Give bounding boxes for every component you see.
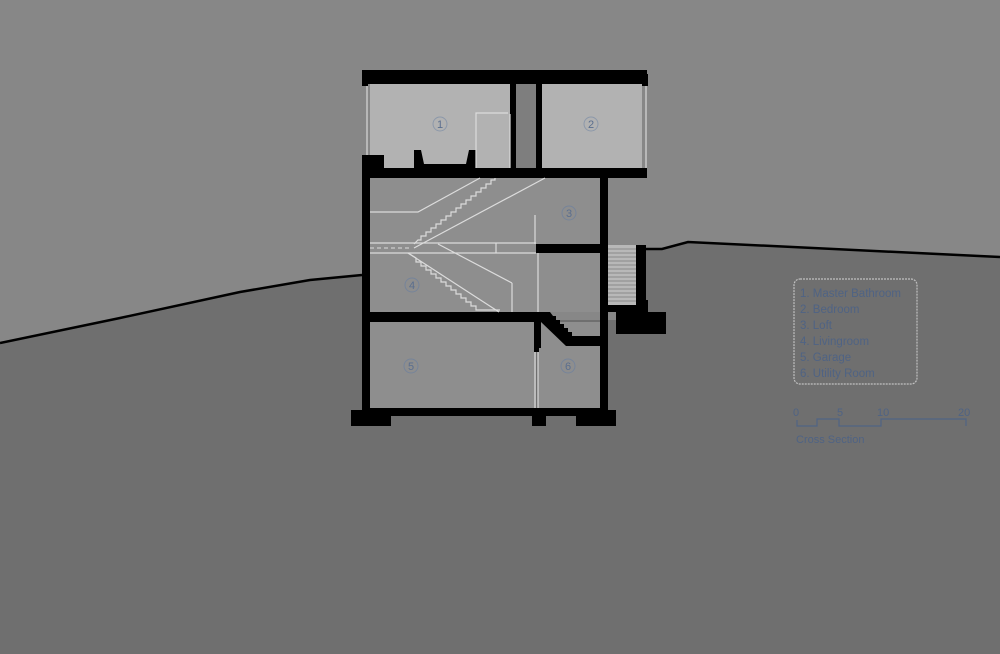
scale-tick-10: 10 bbox=[877, 407, 889, 419]
scale-bar: 0 5 10 20 Cross Section bbox=[793, 407, 970, 446]
legend-item-6: 6. Utility Room bbox=[800, 368, 875, 380]
legend-item-5: 5. Garage bbox=[800, 352, 851, 364]
ground bbox=[0, 276, 362, 654]
room-marker-2: 2 bbox=[583, 116, 599, 132]
legend-item-3: 3. Loft bbox=[800, 320, 833, 332]
svg-text:6: 6 bbox=[565, 361, 571, 373]
scale-caption: Cross Section bbox=[796, 434, 864, 446]
legend: 1. Master Bathroom 2. Bedroom 3. Loft 4.… bbox=[793, 278, 918, 385]
legend-item-4: 4. Livingroom bbox=[800, 336, 869, 348]
room-1-fill bbox=[370, 84, 510, 170]
room-marker-3: 3 bbox=[561, 205, 577, 221]
svg-text:4: 4 bbox=[409, 280, 415, 292]
exterior-stair bbox=[608, 245, 636, 305]
terrain-line-left bbox=[0, 273, 363, 345]
svg-text:3: 3 bbox=[566, 208, 572, 220]
legend-box bbox=[793, 278, 918, 385]
room-marker-4: 4 bbox=[404, 277, 420, 293]
svg-text:1: 1 bbox=[437, 119, 443, 131]
terrain-line-right bbox=[645, 240, 1000, 259]
interior-lines bbox=[370, 112, 546, 408]
room-2-fill bbox=[542, 84, 642, 170]
legend-item-1: 1. Master Bathroom bbox=[800, 288, 901, 300]
ground-right bbox=[645, 243, 1000, 654]
svg-text:2: 2 bbox=[588, 119, 594, 131]
room-marker-1: 1 bbox=[432, 116, 448, 132]
scale-tick-5: 5 bbox=[837, 407, 843, 419]
room-marker-6: 6 bbox=[560, 358, 576, 374]
legend-item-2: 2. Bedroom bbox=[800, 304, 859, 316]
room-marker-5: 5 bbox=[403, 358, 419, 374]
scale-tick-20: 20 bbox=[958, 407, 970, 419]
svg-text:5: 5 bbox=[408, 361, 414, 373]
scale-bar-line bbox=[796, 418, 967, 427]
scale-tick-0: 0 bbox=[793, 407, 799, 419]
shaft-fill bbox=[516, 84, 536, 170]
room-5-fill bbox=[370, 322, 536, 408]
